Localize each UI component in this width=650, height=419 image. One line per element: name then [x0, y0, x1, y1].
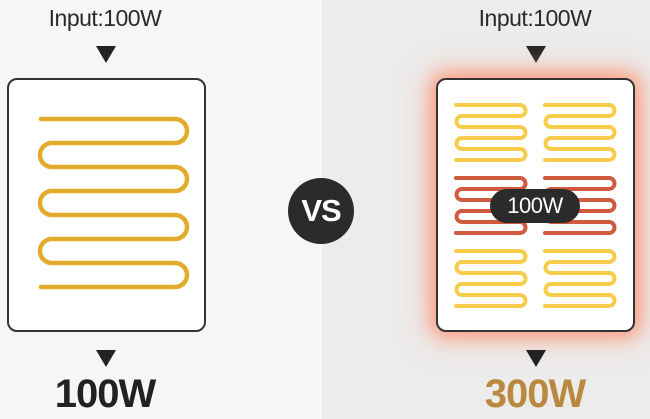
vs-badge: VS — [288, 178, 354, 244]
left-output-label: 100W — [54, 372, 157, 416]
right-output-label: 300W — [484, 372, 587, 416]
coil-bottom-left — [454, 249, 528, 308]
left-input-arrow-icon — [96, 46, 116, 63]
coil-top-left — [454, 103, 528, 162]
left-heating-coil-icon — [37, 116, 190, 290]
right-input-arrow-icon — [526, 46, 546, 63]
left-input-label: Input:100W — [48, 5, 162, 31]
right-heater-box — [436, 78, 635, 332]
right-output-arrow-icon — [526, 350, 546, 367]
coil-bottom-right — [543, 249, 617, 308]
right-input-label: Input:100W — [478, 5, 592, 31]
center-power-badge: 100W — [490, 189, 580, 223]
coil-top-right — [543, 103, 617, 162]
left-heater-box — [7, 78, 206, 332]
left-output-arrow-icon — [96, 350, 116, 367]
